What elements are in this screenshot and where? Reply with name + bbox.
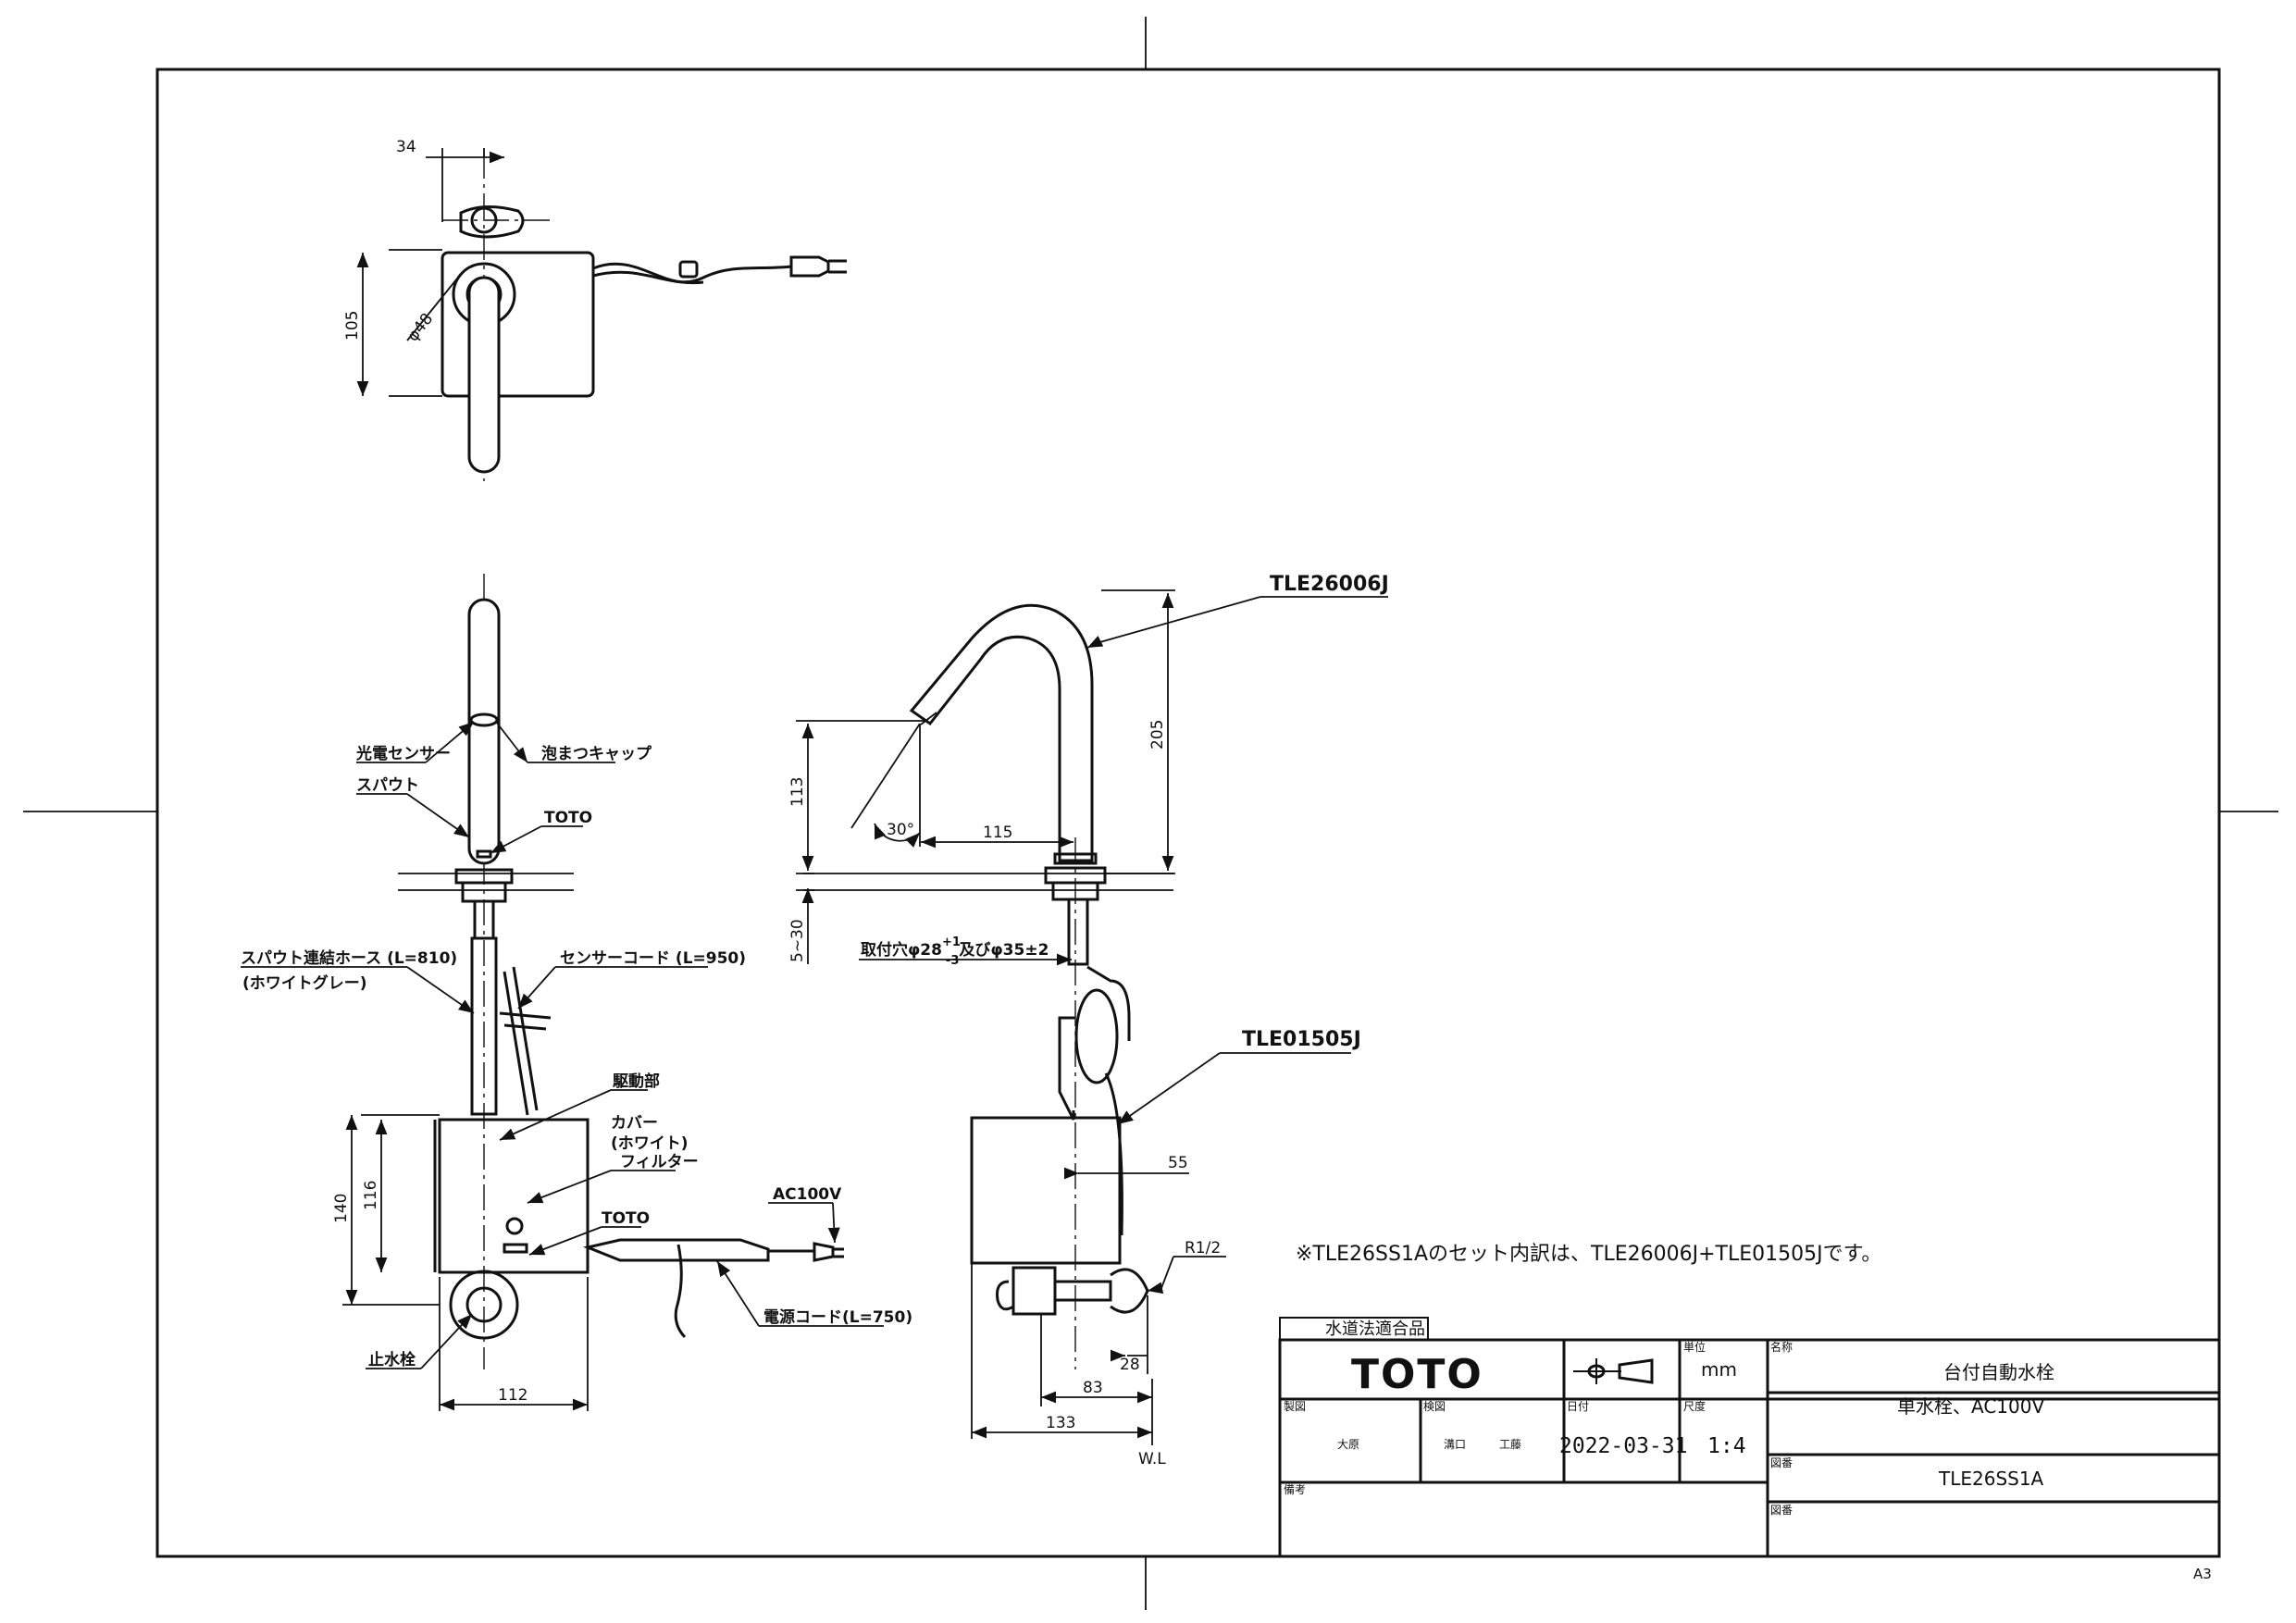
label-cover: カバー xyxy=(611,1114,658,1133)
label-toto-spout: TOTO xyxy=(544,809,592,827)
label-stop-valve: 止水栓 xyxy=(368,1350,416,1369)
front-view xyxy=(241,574,884,1411)
scale-value: 1:4 xyxy=(1707,1434,1746,1458)
dim-113: 113 xyxy=(788,777,807,807)
dim-34: 34 xyxy=(396,138,416,156)
checker-name-2: 工藤 xyxy=(1499,1438,1521,1451)
drawer-label: 製図 xyxy=(1284,1400,1306,1413)
set-note: ※TLE26SS1Aのセット内訳は、TLE26006J+TLE01505Jです。 xyxy=(1296,1243,1881,1266)
product-name: 台付自動水栓 xyxy=(1943,1361,2054,1383)
dim-5-30: 5~30 xyxy=(788,919,807,962)
dim-205: 205 xyxy=(1148,720,1167,750)
label-aerator-cap: 泡まつキャップ xyxy=(541,744,652,763)
dim-112: 112 xyxy=(498,1386,527,1405)
dim-116: 116 xyxy=(362,1181,380,1210)
top-view xyxy=(356,148,847,481)
title-block xyxy=(1278,1317,2221,1558)
drawing-number-label: 図番 xyxy=(1770,1456,1793,1469)
label-spout: スパウト xyxy=(356,776,419,795)
date-label: 日付 xyxy=(1567,1400,1589,1413)
dim-140: 140 xyxy=(332,1194,351,1223)
centering-marks xyxy=(23,17,2278,1610)
mounting-hole-spec: 取付穴φ28+1-3及びφ35±2 xyxy=(861,935,1049,968)
certification-label: 水道法適合品 xyxy=(1325,1319,1425,1339)
dim-angle-30: 30° xyxy=(887,821,914,839)
drawing-number: TLE26SS1A xyxy=(1938,1468,2044,1490)
remarks-label: 備考 xyxy=(1284,1482,1306,1496)
unit-label: 単位 xyxy=(1683,1340,1706,1354)
label-cover-color: (ホワイト) xyxy=(611,1134,689,1153)
paper-size: A3 xyxy=(2193,1566,2212,1582)
label-ac100v: AC100V xyxy=(773,1185,842,1204)
label-power-cord: 電源コード(L=750) xyxy=(763,1307,912,1327)
unit-value: mm xyxy=(1701,1358,1737,1381)
product-subname: 単水栓、AC100V xyxy=(1897,1395,2044,1418)
name-label: 名称 xyxy=(1770,1340,1793,1354)
dim-133: 133 xyxy=(1046,1414,1075,1432)
scale-label: 尺度 xyxy=(1683,1399,1706,1413)
dim-83: 83 xyxy=(1083,1379,1103,1397)
checker-label: 検図 xyxy=(1423,1400,1446,1413)
dim-115: 115 xyxy=(983,824,1012,842)
dim-28: 28 xyxy=(1120,1356,1140,1374)
label-spout-hose: スパウト連結ホース (L=810) xyxy=(241,948,457,968)
dim-55: 55 xyxy=(1168,1154,1188,1172)
drawing-number-label-2: 図番 xyxy=(1770,1504,1793,1517)
part-number-spout: TLE26006J xyxy=(1270,573,1389,596)
checker-name-1: 溝口 xyxy=(1444,1438,1466,1451)
label-toto-box: TOTO xyxy=(602,1209,650,1228)
date-value: 2022-03-31 xyxy=(1559,1434,1687,1458)
label-sensor-cord: センサーコード (L=950) xyxy=(560,949,746,968)
label-spout-hose-color: (ホワイトグレー) xyxy=(242,973,367,993)
dim-r12: R1/2 xyxy=(1185,1239,1221,1258)
dim-105: 105 xyxy=(343,311,362,341)
drawer-name: 大原 xyxy=(1337,1438,1359,1451)
label-photo-sensor: 光電センサー xyxy=(355,744,451,763)
side-view xyxy=(796,589,1388,1445)
label-filter: フィルター xyxy=(620,1153,699,1171)
part-number-box: TLE01505J xyxy=(1242,1028,1361,1051)
label-drive-unit: 駆動部 xyxy=(613,1072,660,1091)
dim-wl: W.L xyxy=(1138,1450,1166,1468)
drawing-border xyxy=(155,68,2221,1558)
brand-logo: TOTO xyxy=(1351,1351,1483,1398)
